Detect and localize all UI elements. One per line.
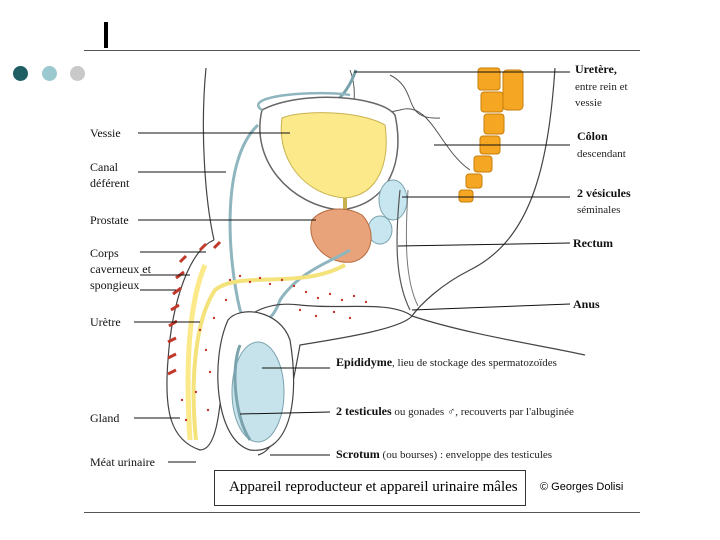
decor-dot-light	[42, 66, 57, 81]
label-anus: Anus	[573, 297, 600, 311]
epididymis	[233, 344, 252, 441]
urethra	[191, 263, 346, 441]
intestine-outline	[349, 69, 471, 171]
label-epididyme: Epididyme, lieu de stockage des spermato…	[336, 355, 557, 369]
label-corps-3: spongieux	[90, 278, 140, 292]
spine	[458, 67, 524, 203]
label-vessie: Vessie	[90, 126, 121, 140]
intestine-outline-2	[389, 74, 441, 119]
bottom-rule	[84, 512, 640, 513]
label-testicules: 2 testicules ou gonades ♂, recouverts pa…	[336, 404, 574, 418]
pointer-lines	[134, 71, 571, 463]
label-colon: Côlon	[577, 129, 608, 143]
spongy-dots	[180, 274, 368, 422]
label-corps-2: caverneux et	[90, 262, 151, 276]
label-canal-2: déférent	[90, 176, 130, 190]
caption-text: Appareil reproducteur et appareil urinai…	[229, 479, 518, 495]
label-vesicules-sub: séminales	[577, 204, 621, 216]
rectum	[396, 189, 411, 311]
label-corps-1: Corps	[90, 246, 119, 260]
corpus-spongiosum	[185, 264, 208, 441]
vas-deferens-2	[257, 91, 351, 112]
label-meat: Méat urinaire	[90, 455, 155, 469]
decor-dot-grey	[70, 66, 85, 81]
label-scrotum: Scrotum (ou bourses) : enveloppe des tes…	[336, 447, 553, 461]
label-rectum: Rectum	[573, 236, 613, 250]
label-prostate: Prostate	[90, 213, 129, 227]
seminal-vesicle-2	[367, 215, 393, 245]
label-uretere-sub2: vessie	[575, 97, 602, 109]
label-colon-sub: descendant	[577, 148, 626, 160]
bladder	[280, 112, 387, 199]
caption-box: Appareil reproducteur et appareil urinai…	[214, 470, 526, 506]
testis	[231, 341, 285, 443]
top-rule	[84, 50, 640, 51]
label-uretere: Uretère,	[575, 62, 617, 76]
prostate	[310, 208, 372, 263]
rectum-inner	[405, 189, 419, 307]
label-vesicules: 2 vésicules	[577, 186, 631, 200]
title-bar	[104, 22, 108, 48]
abdominal-wall-outline	[202, 67, 215, 241]
label-gland: Gland	[90, 411, 120, 425]
back-outline	[411, 67, 586, 356]
decor-dot-dark	[13, 66, 28, 81]
penis-outline	[166, 239, 413, 451]
label-uretere-sub1: entre rein et	[575, 81, 628, 93]
label-uretre: Urètre	[90, 315, 121, 329]
copyright: © Georges Dolisi	[540, 481, 624, 493]
seminal-vesicle	[378, 179, 408, 221]
label-canal-1: Canal	[90, 160, 118, 174]
